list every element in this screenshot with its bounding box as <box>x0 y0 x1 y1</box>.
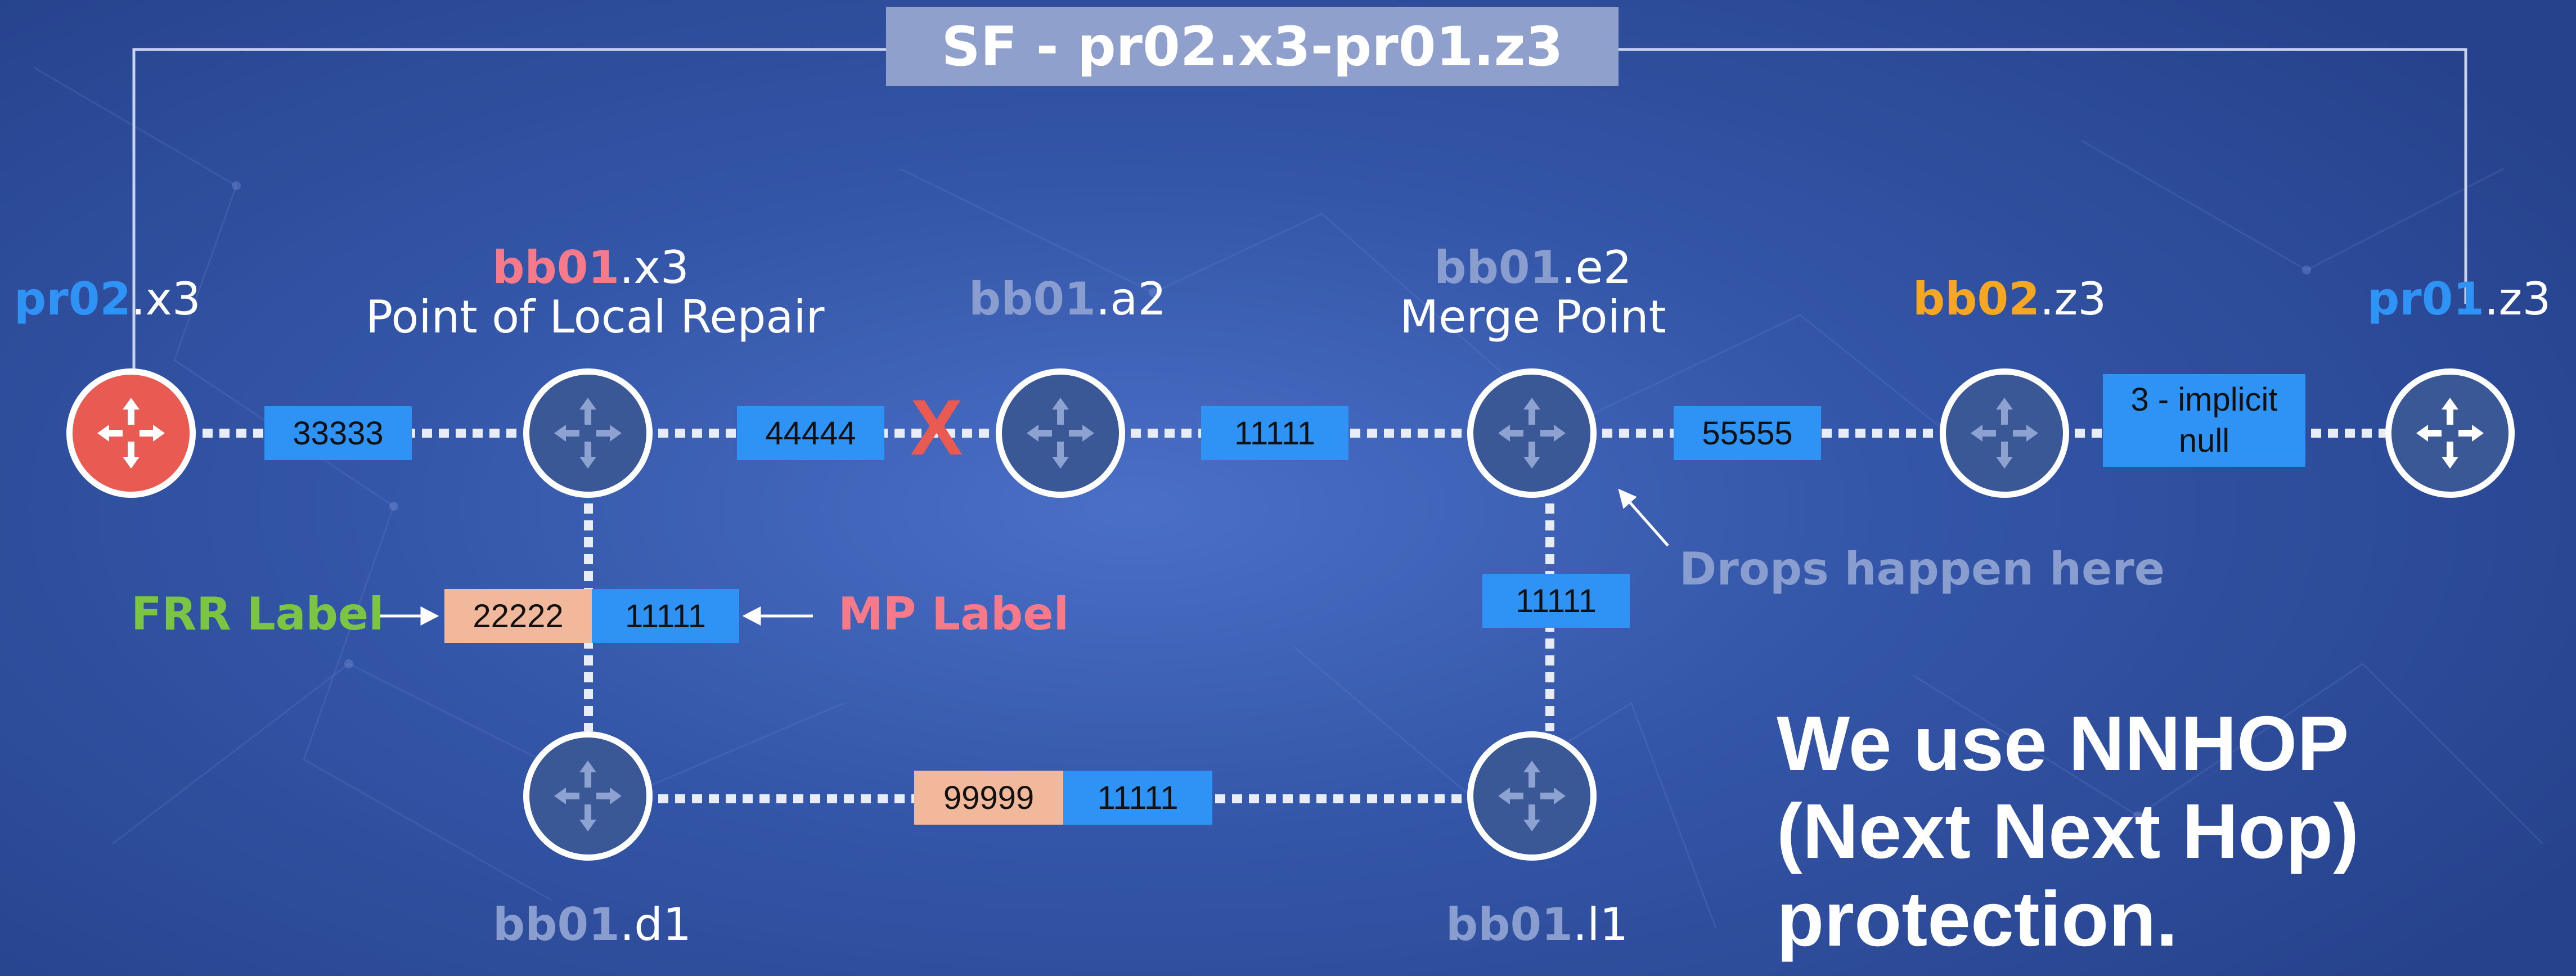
node-label-bb01-e2: bb01.e2 Merge Point <box>1345 243 1721 342</box>
router-pr02-x3 <box>66 368 196 498</box>
router-icon <box>1498 398 1566 469</box>
nnhop-note: We use NNHOP (Next Next Hop) protection. <box>1777 700 2359 964</box>
node-prefix: bb01 <box>969 273 1096 325</box>
router-icon <box>1498 761 1566 831</box>
node-suffix: .d1 <box>619 898 691 951</box>
bottom-mp-label: 11111 <box>1063 771 1212 825</box>
mp-label-callout: MP Label <box>838 588 1069 640</box>
node-prefix: pr02 <box>14 273 132 325</box>
node-suffix: .e2 <box>1561 241 1632 294</box>
node-role: Point of Local Repair <box>366 291 825 343</box>
router-icon <box>1971 398 2038 469</box>
node-suffix: .z3 <box>2484 273 2551 325</box>
node-label-bb01-d1: bb01.d1 <box>493 900 691 950</box>
router-bb02-z3 <box>1940 368 2069 498</box>
bottom-frr-label: 99999 <box>914 771 1063 825</box>
router-pr01-z3 <box>2385 368 2515 498</box>
node-label-pr01-z3: pr01.z3 <box>2367 275 2551 324</box>
nnhop-note-line-2: (Next Next Hop) <box>1777 788 2359 875</box>
frr-stack-frr-label: 22222 <box>444 589 592 643</box>
router-icon <box>554 761 622 831</box>
node-suffix: .z3 <box>2039 273 2107 325</box>
node-prefix: bb02 <box>1913 273 2040 325</box>
sf-bracket-line-right <box>1619 48 2467 304</box>
label-implicit-null-text: 3 - implicit null <box>2130 381 2278 459</box>
router-icon <box>97 398 165 469</box>
node-label-bb01-a2: bb01.a2 <box>969 275 1166 324</box>
node-role: Merge Point <box>1400 291 1666 343</box>
node-label-bb02-z3: bb02.z3 <box>1913 275 2106 324</box>
router-icon <box>2416 398 2484 469</box>
node-suffix: .a2 <box>1095 273 1167 325</box>
node-prefix: bb01 <box>492 241 620 294</box>
node-label-pr02-x3: pr02.x3 <box>14 275 201 324</box>
router-bb01-x3 <box>523 368 653 498</box>
node-label-bb01-x3: bb01.x3 Point of Local Repair <box>366 241 825 343</box>
label-55555: 55555 <box>1674 406 1821 460</box>
drops-callout: Drops happen here <box>1679 543 2165 595</box>
label-33333: 33333 <box>264 406 412 460</box>
router-bb01-e2 <box>1467 368 1597 498</box>
node-prefix: pr01 <box>2367 273 2485 325</box>
router-icon <box>1027 398 1094 469</box>
label-44444: 44444 <box>737 406 884 460</box>
nnhop-note-line-1: We use NNHOP <box>1777 700 2349 787</box>
router-icon <box>554 398 622 469</box>
router-bb01-d1 <box>523 731 653 861</box>
router-bb01-l1 <box>1467 731 1597 861</box>
router-bb01-a2 <box>996 368 1125 498</box>
page-title: SF - pr02.x3-pr01.z3 <box>886 7 1619 86</box>
node-suffix: .x3 <box>619 241 689 294</box>
node-suffix: .l1 <box>1572 898 1629 951</box>
node-label-bb01-l1: bb01.l1 <box>1446 900 1628 950</box>
failure-mark: X <box>910 383 963 471</box>
nnhop-note-line-3: protection. <box>1777 875 2178 962</box>
frr-label-callout: FRR Label <box>131 588 384 640</box>
drops-arrow <box>1625 497 1669 547</box>
frr-stack-mp-label: 11111 <box>592 589 739 643</box>
node-prefix: bb01 <box>1434 241 1562 294</box>
label-e2-l1: 11111 <box>1482 574 1630 628</box>
node-prefix: bb01 <box>1446 898 1573 951</box>
node-suffix: .x3 <box>131 273 201 325</box>
label-implicit-null: 3 - implicit null <box>2103 374 2305 467</box>
sf-bracket-line <box>132 48 886 371</box>
node-prefix: bb01 <box>493 898 620 951</box>
label-11111: 11111 <box>1201 406 1348 460</box>
